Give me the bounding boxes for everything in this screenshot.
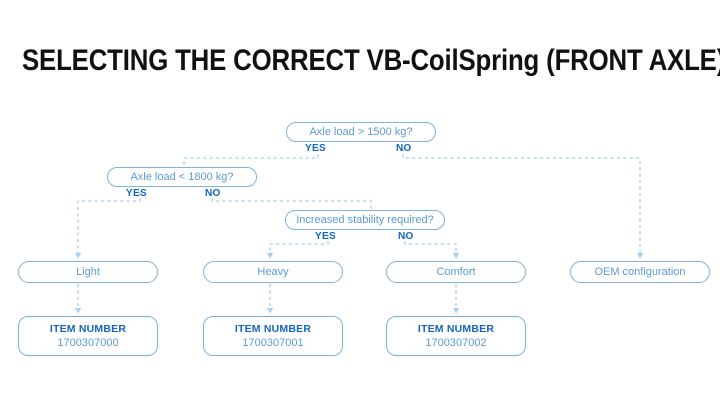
item-number-title: ITEM NUMBER <box>234 323 312 335</box>
wire-d2-no-to-d3 <box>211 192 372 210</box>
item-number-value: 1700307000 <box>57 337 119 349</box>
result-label: Comfort <box>436 266 476 278</box>
decision-increased-stability[interactable]: Increased stability required? <box>285 210 445 230</box>
result-label: Heavy <box>257 266 289 278</box>
result-label: OEM configuration <box>594 266 686 278</box>
result-oem-configuration[interactable]: OEM configuration <box>570 261 710 283</box>
wire-d2-yes-to-light <box>74 192 141 259</box>
item-number-box-heavy[interactable]: ITEM NUMBER 1700307001 <box>203 316 343 356</box>
decision-label: Increased stability required? <box>296 214 434 226</box>
decision-label: Axle load < 1800 kg? <box>130 171 234 183</box>
result-label: Light <box>76 266 100 278</box>
branch-label-d2-yes: YES <box>126 188 147 199</box>
item-number-box-comfort[interactable]: ITEM NUMBER 1700307002 <box>386 316 526 356</box>
decision-label: Axle load > 1500 kg? <box>309 126 413 138</box>
item-number-box-light[interactable]: ITEM NUMBER 1700307000 <box>18 316 158 356</box>
wire-d1-no-to-oem <box>402 148 644 259</box>
decision-axle-load-1500[interactable]: Axle load > 1500 kg? <box>286 122 436 142</box>
item-number-title: ITEM NUMBER <box>49 323 127 335</box>
item-number-value: 1700307002 <box>425 337 487 349</box>
result-light[interactable]: Light <box>18 261 158 283</box>
branch-label-d1-no: NO <box>396 143 412 154</box>
branch-label-d2-no: NO <box>205 188 221 199</box>
decision-axle-load-1800[interactable]: Axle load < 1800 kg? <box>107 167 257 187</box>
wire-d1-yes-to-d2 <box>183 148 319 167</box>
branch-label-d3-no: NO <box>398 231 414 242</box>
item-number-title: ITEM NUMBER <box>417 323 495 335</box>
branch-label-d1-yes: YES <box>305 143 326 154</box>
result-comfort[interactable]: Comfort <box>386 261 526 283</box>
page-title: SELECTING THE CORRECT VB-CoilSpring (FRO… <box>22 44 720 77</box>
item-number-value: 1700307001 <box>242 337 304 349</box>
branch-label-d3-yes: YES <box>315 231 336 242</box>
result-heavy[interactable]: Heavy <box>203 261 343 283</box>
